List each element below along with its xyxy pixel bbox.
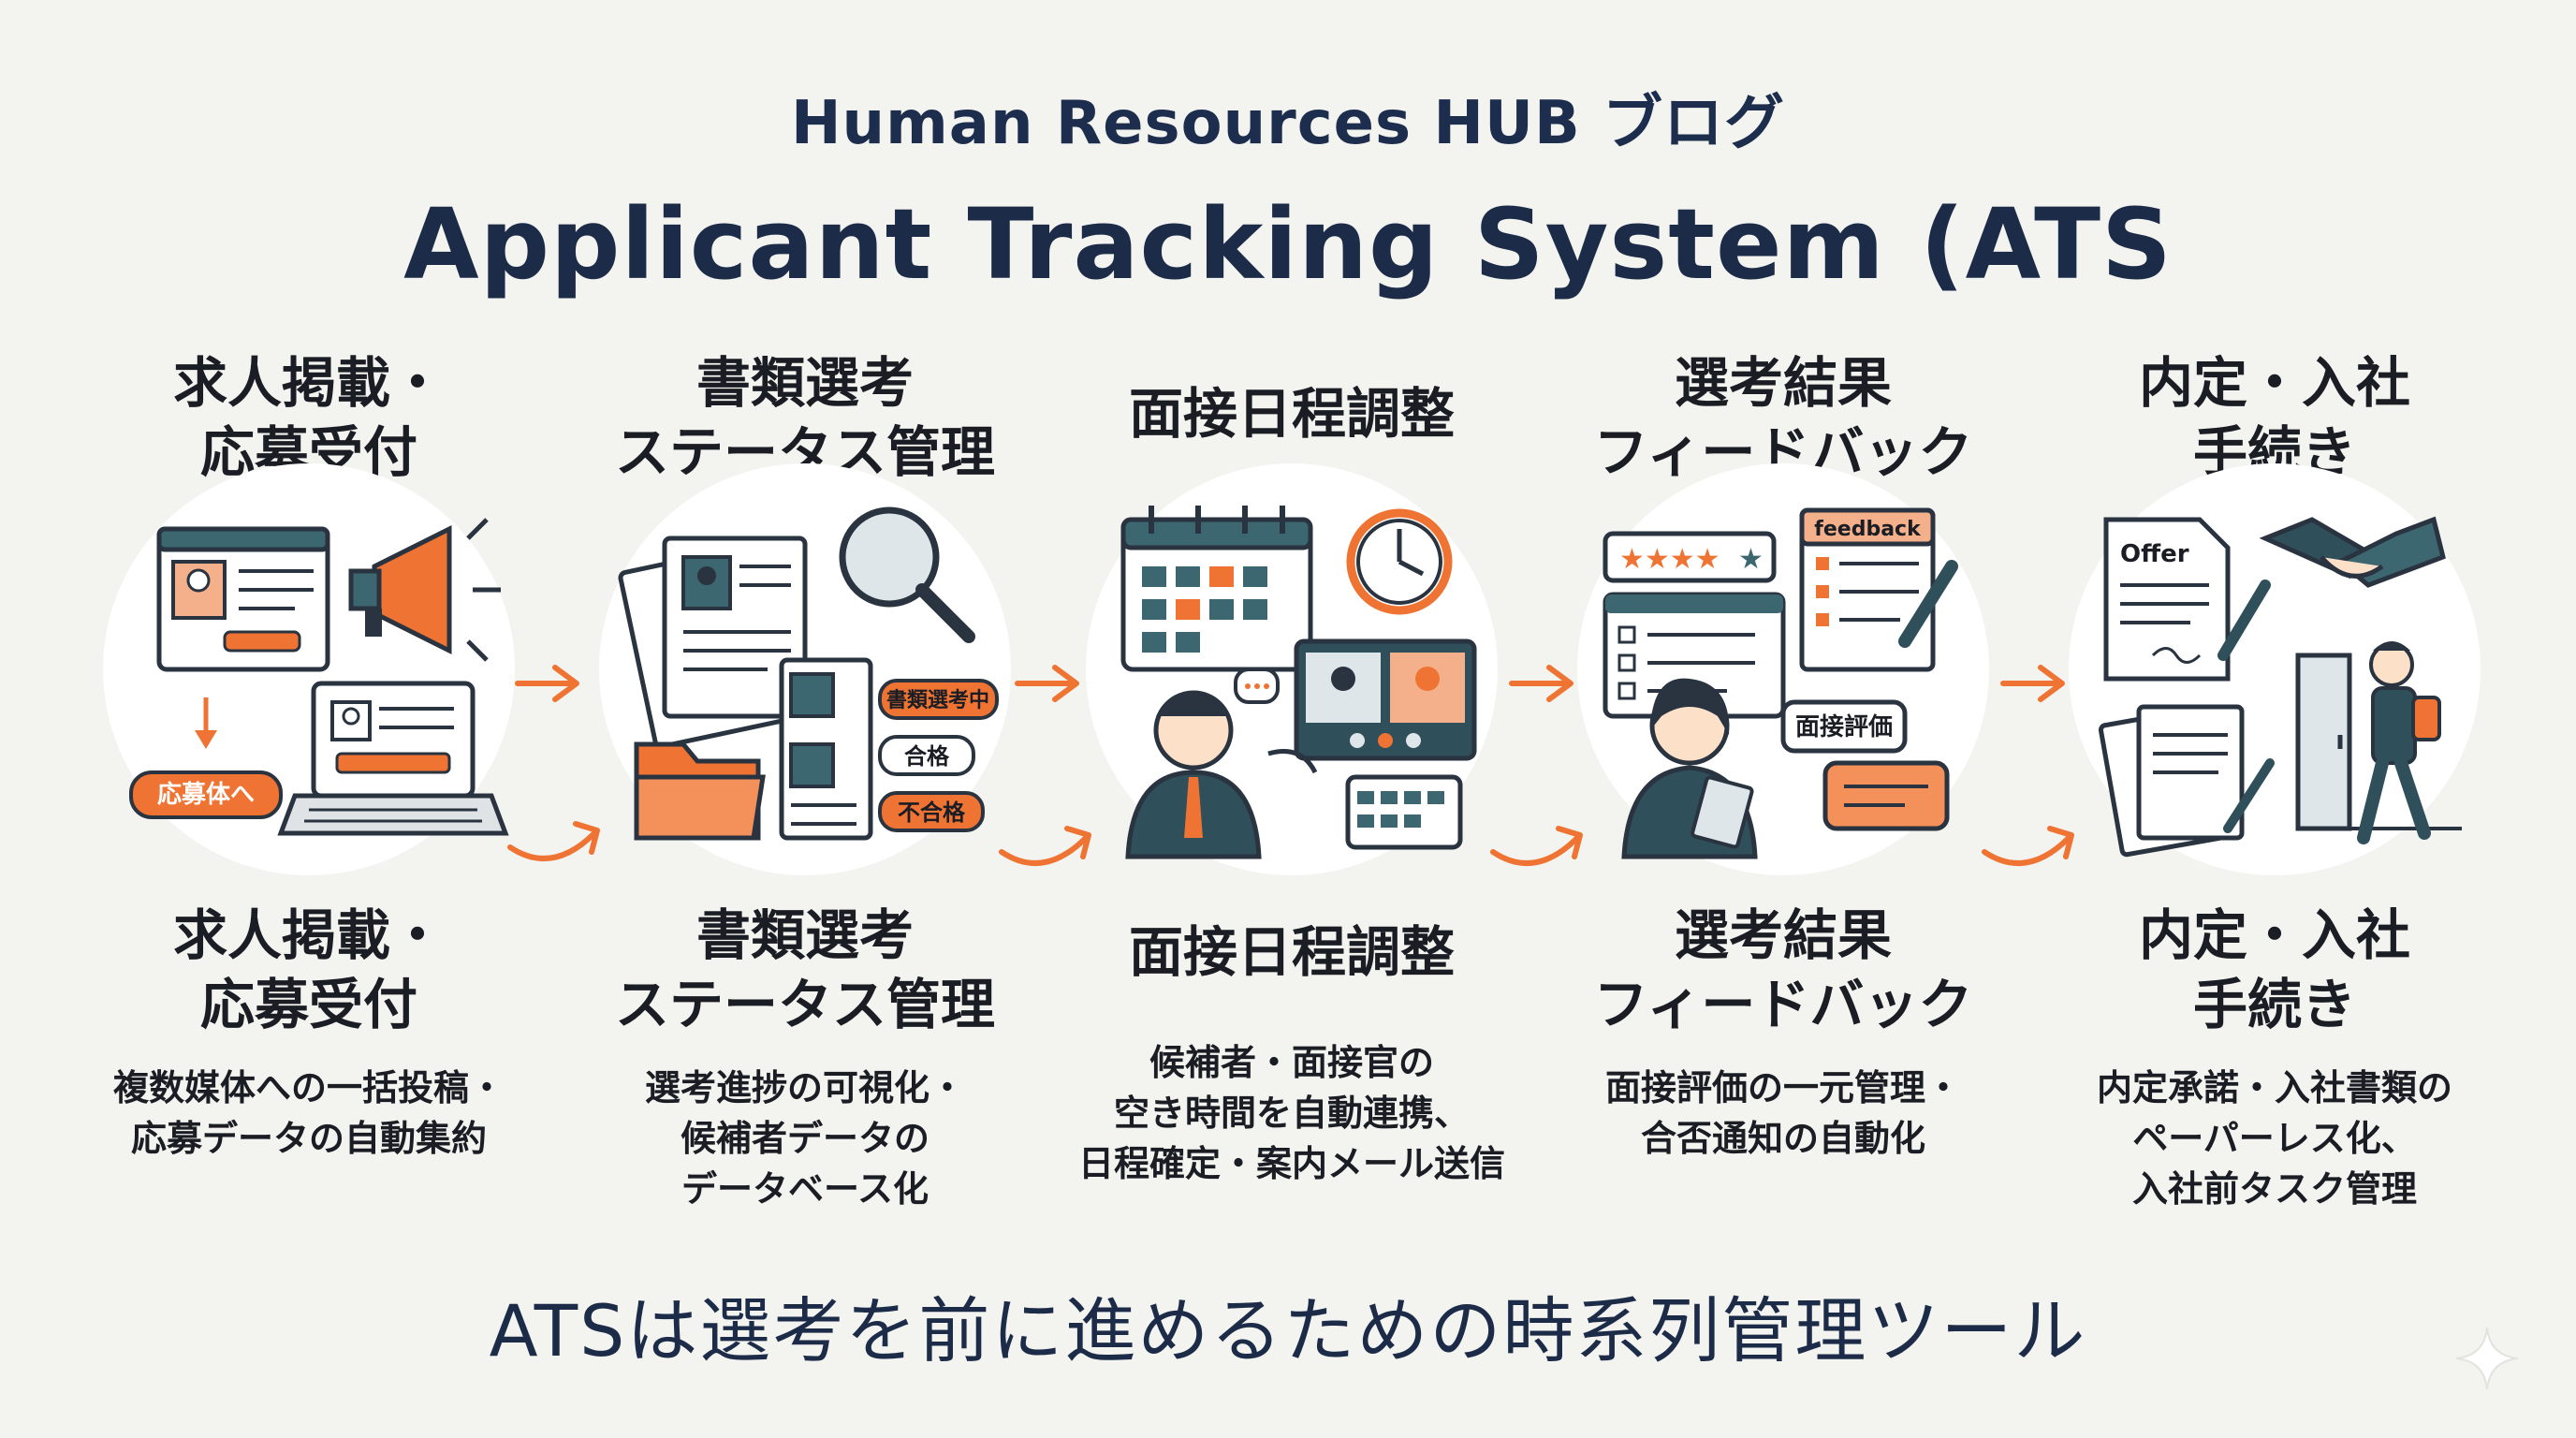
- stage-illustration: [1086, 463, 1498, 875]
- svg-text:★★★★: ★★★★: [1619, 543, 1720, 576]
- feedback-document-icon: feedback: [1799, 507, 1936, 672]
- pass-chip: 合格: [904, 743, 950, 770]
- feedback-label: feedback: [1814, 518, 1922, 541]
- stage-description-line: 応募データの自動集約: [130, 1118, 487, 1159]
- footer-tagline: ATSは選考を前に進めるための時系列管理ツール: [489, 1289, 2087, 1372]
- stage-description-line: 合否通知の自動化: [1640, 1118, 1925, 1159]
- arrow-right-icon: [1509, 665, 1573, 702]
- stage-description: 複数媒体への一括投稿・ 応募データの自動集約: [56, 1063, 562, 1164]
- sparkle-icon: [2455, 1327, 2519, 1390]
- arrow-right-icon: [2000, 665, 2065, 702]
- stage-description: 候補者・面接官の 空き時間を自動連携、 日程確定・案内メール送信: [1039, 1037, 1544, 1189]
- stage-illustration: 書類選考中 合格 不合格: [599, 463, 1011, 875]
- stage-description-line: 内定承諾・入社書類の: [2096, 1067, 2452, 1108]
- person-icon: [1125, 690, 1318, 859]
- walking-person-icon: [2357, 641, 2441, 844]
- calendar-icon: [1120, 506, 1313, 672]
- arrow-right-icon: [1015, 665, 1079, 702]
- stage-bottom-title-line: 選考結果: [1674, 903, 1892, 967]
- apply-chip: 応募体へ: [157, 780, 255, 809]
- stage-top-title-line: 内定・入社: [2138, 351, 2410, 415]
- person-icon: [1621, 678, 1758, 859]
- arrow-curve-icon: [1490, 826, 1583, 866]
- fail-chip: 不合格: [898, 800, 966, 826]
- stage-top-title-line: 書類選考: [695, 351, 914, 415]
- stage-description: 内定承諾・入社書類の ペーパーレス化、 入社前タスク管理: [2022, 1063, 2527, 1214]
- folder-icon: [634, 741, 766, 841]
- stage-bottom-title-line: 書類選考: [695, 903, 914, 967]
- stage-top-title-line: 面接日程調整: [1128, 382, 1455, 446]
- speech-bubble-icon: [1234, 668, 1280, 704]
- document-icon: [2098, 704, 2275, 858]
- stage-description: 面接評価の一元管理・ 合否通知の自動化: [1530, 1063, 2036, 1164]
- page-title: Applicant Tracking System (ATS: [403, 187, 2173, 301]
- stage-illustration: 応募体へ: [103, 463, 515, 875]
- stage-bottom-title: 求人掲載・ 応募受付: [84, 901, 534, 1039]
- rating-icon: ★★★★ ★: [1603, 531, 1777, 583]
- stage-description-line: データベース化: [681, 1168, 929, 1210]
- stage-description-line: 日程確定・案内メール送信: [1077, 1143, 1505, 1184]
- stage-illustration: Offer: [2069, 463, 2481, 875]
- resume-icon: [618, 536, 808, 749]
- stage-description-line: 候補者データの: [680, 1118, 929, 1159]
- pen-icon: [2217, 580, 2271, 661]
- magnifier-icon: [839, 506, 975, 643]
- stage-bottom-title-line: フィードバック: [1593, 973, 1973, 1036]
- stage-bottom-title: 書類選考 ステータス管理: [580, 901, 1030, 1039]
- pen-icon: [1898, 560, 1958, 648]
- stage-description-line: 入社前タスク管理: [2131, 1168, 2417, 1210]
- video-call-icon: [1294, 638, 1477, 761]
- stage-description-line: 面接評価の一元管理・: [1604, 1067, 1961, 1108]
- screening-chip: 書類選考中: [886, 688, 989, 712]
- stage-top-title-line: 求人掲載・: [172, 351, 445, 415]
- stage-bottom-title-line: 面接日程調整: [1128, 920, 1455, 984]
- stage-description-line: ペーパーレス化、: [2132, 1118, 2417, 1159]
- stage-bottom-title-line: 内定・入社: [2138, 903, 2410, 967]
- handshake-icon: [2259, 516, 2446, 588]
- stage-bottom-title: 内定・入社 手続き: [2050, 901, 2499, 1039]
- arrow-right-icon: [515, 665, 579, 702]
- stage-top-title-line: 選考結果: [1674, 351, 1892, 415]
- megaphone-icon: [348, 518, 501, 662]
- arrow-curve-icon: [507, 821, 600, 861]
- stage-description: 選考進捗の可視化・ 候補者データの データベース化: [552, 1063, 1058, 1214]
- stage-description-line: 選考進捗の可視化・: [644, 1067, 965, 1108]
- stage-top-title: 求人掲載・ 応募受付: [84, 348, 534, 487]
- stage-bottom-title-line: 求人掲載・: [172, 903, 445, 967]
- stage-bottom-title: 選考結果 フィードバック: [1559, 901, 2008, 1039]
- checklist-icon: [1603, 592, 1786, 719]
- stage-illustration: ★★★★ ★ feedback: [1577, 463, 1989, 875]
- svg-text:★: ★: [1738, 543, 1764, 576]
- blog-subtitle: Human Resources HUB ブログ: [790, 89, 1786, 158]
- header: Human Resources HUB ブログ Applicant Tracki…: [0, 75, 2576, 301]
- offer-label: Offer: [2120, 540, 2189, 568]
- stage-bottom-title-line: ステータス管理: [614, 973, 995, 1036]
- offer-document-icon: Offer: [2103, 517, 2231, 682]
- arrow-curve-icon: [1982, 826, 2074, 866]
- stage-bottom-title-line: 手続き: [2192, 973, 2356, 1036]
- evaluation-label: 面接評価: [1795, 712, 1893, 741]
- clock-icon: [1346, 508, 1453, 615]
- stage-top-title: 面接日程調整: [1067, 379, 1516, 448]
- stage-bottom-title-line: 応募受付: [199, 973, 417, 1036]
- speech-bubble-icon: 面接評価: [1780, 699, 1950, 831]
- stage-description-line: 候補者・面接官の: [1149, 1042, 1434, 1083]
- browser-icon: [156, 526, 330, 672]
- door-icon: [2295, 653, 2462, 831]
- stage-description-line: 空き時間を自動連携、: [1113, 1093, 1470, 1134]
- stage-bottom-title: 面接日程調整: [1067, 917, 1516, 987]
- stage-description-line: 複数媒体への一括投稿・: [112, 1067, 505, 1108]
- laptop-icon: [277, 681, 509, 836]
- arrow-curve-icon: [999, 826, 1091, 866]
